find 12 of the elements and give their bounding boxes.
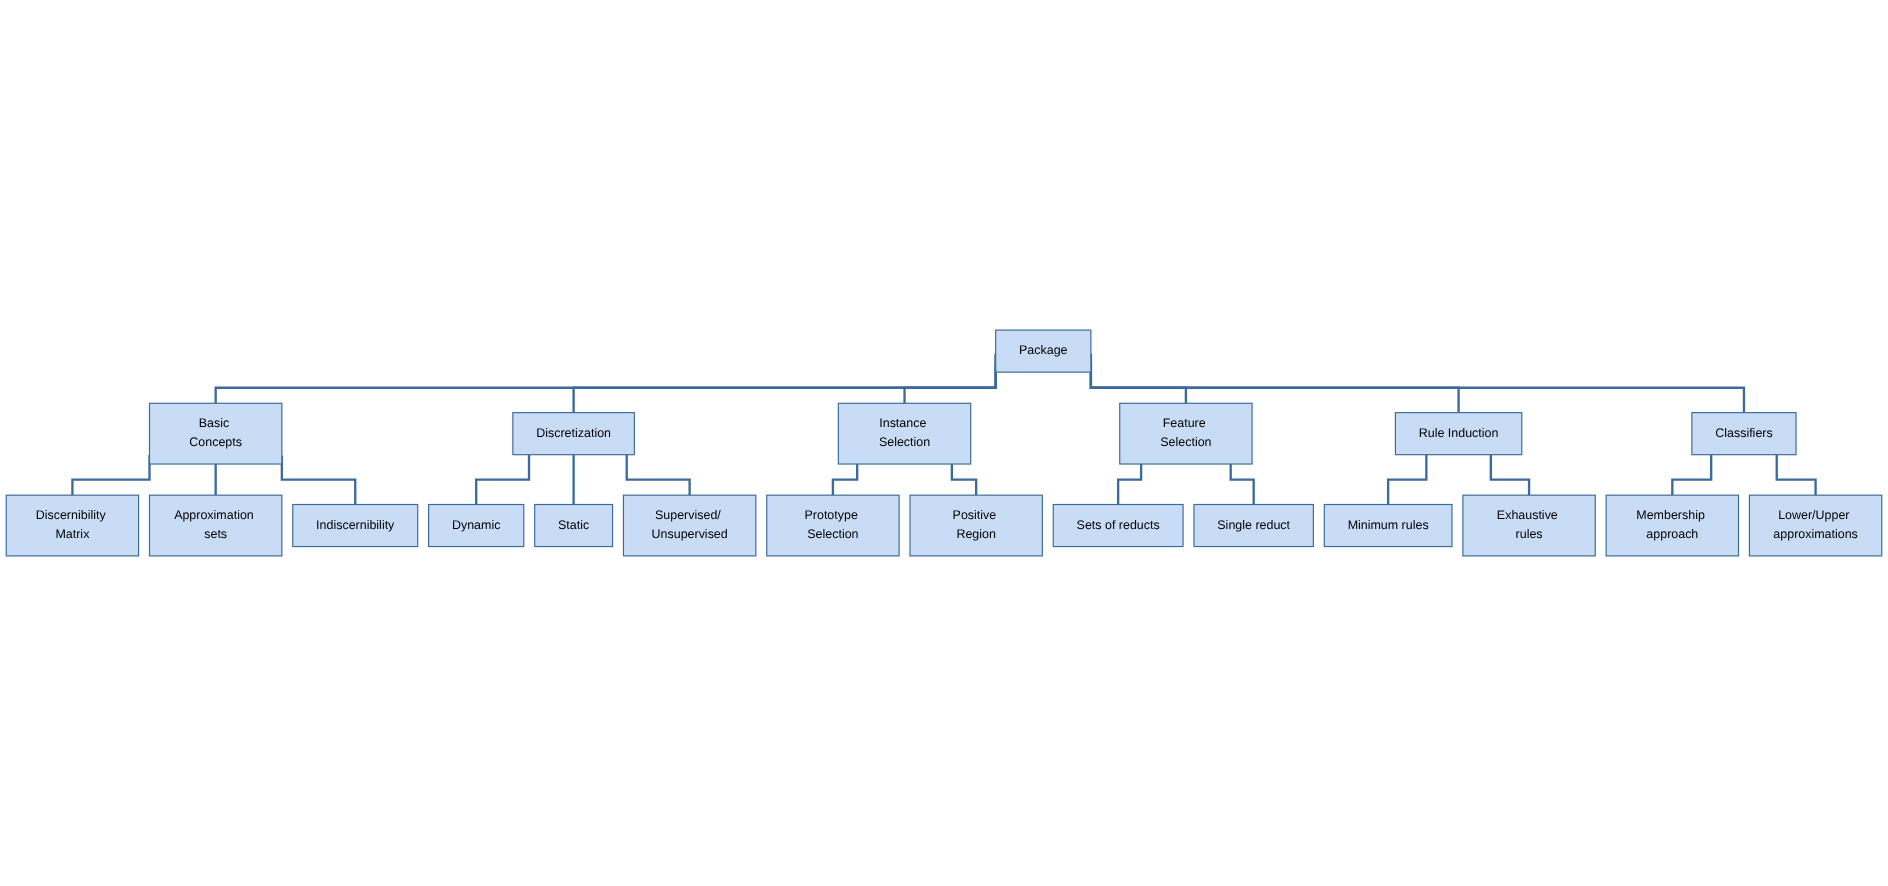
connector bbox=[1775, 454, 1817, 497]
connector bbox=[1671, 454, 1713, 497]
connector bbox=[625, 454, 691, 497]
connector bbox=[831, 464, 859, 497]
connector bbox=[572, 454, 575, 506]
connector bbox=[1489, 454, 1531, 497]
connector bbox=[1117, 464, 1143, 506]
connector bbox=[1229, 464, 1255, 506]
connector bbox=[214, 464, 217, 497]
connector bbox=[1386, 454, 1428, 506]
connector bbox=[950, 464, 978, 497]
connector bbox=[475, 454, 531, 506]
